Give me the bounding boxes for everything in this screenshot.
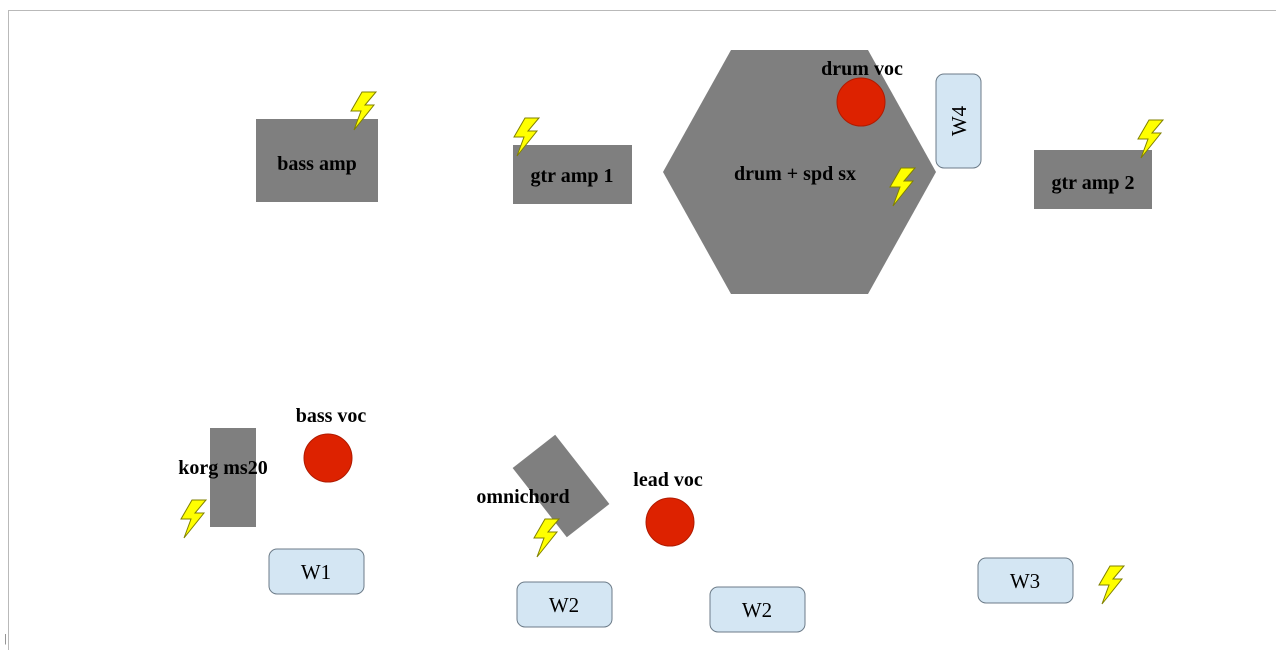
lightning-bolt-icon <box>180 499 207 539</box>
bass-voc-mic <box>303 433 353 483</box>
bass-amp <box>256 119 378 202</box>
gtr-amp-1 <box>513 145 632 204</box>
bass-voc-label: bass voc <box>296 405 367 427</box>
omnichord-label: omnichord <box>476 486 569 508</box>
monitor-w1-label: W1 <box>301 560 331 584</box>
lead-voc-label: lead voc <box>633 469 703 491</box>
gtr-amp-2 <box>1034 150 1152 209</box>
omnichord <box>512 434 610 538</box>
monitor-w2-right-label: W2 <box>742 598 772 622</box>
bass-amp-label: bass amp <box>277 153 356 175</box>
monitor-w4 <box>935 73 982 169</box>
monitor-w2-right <box>709 586 806 633</box>
gtr-amp-1-label: gtr amp 1 <box>531 165 614 187</box>
monitor-w2-left-label: W2 <box>549 593 579 617</box>
drum-kit-label: drum + spd sx <box>734 163 856 185</box>
stage-frame <box>8 10 1276 650</box>
korg-ms20 <box>210 428 256 527</box>
monitor-w3-label: W3 <box>1010 569 1040 593</box>
monitor-w4-label: W4 <box>947 105 971 136</box>
drum-voc-label: drum voc <box>821 58 903 80</box>
korg-label: korg ms20 <box>178 457 267 479</box>
lightning-bolt-icon <box>1098 565 1125 605</box>
drum-voc-mic <box>836 77 886 127</box>
monitor-w3 <box>977 557 1074 604</box>
gtr-amp-2-label: gtr amp 2 <box>1052 172 1135 194</box>
corner-mark: | <box>4 633 7 645</box>
lightning-bolt-icon <box>533 518 560 558</box>
monitor-w2-left <box>516 581 613 628</box>
lead-voc-mic <box>645 497 695 547</box>
monitor-w1 <box>268 548 365 595</box>
